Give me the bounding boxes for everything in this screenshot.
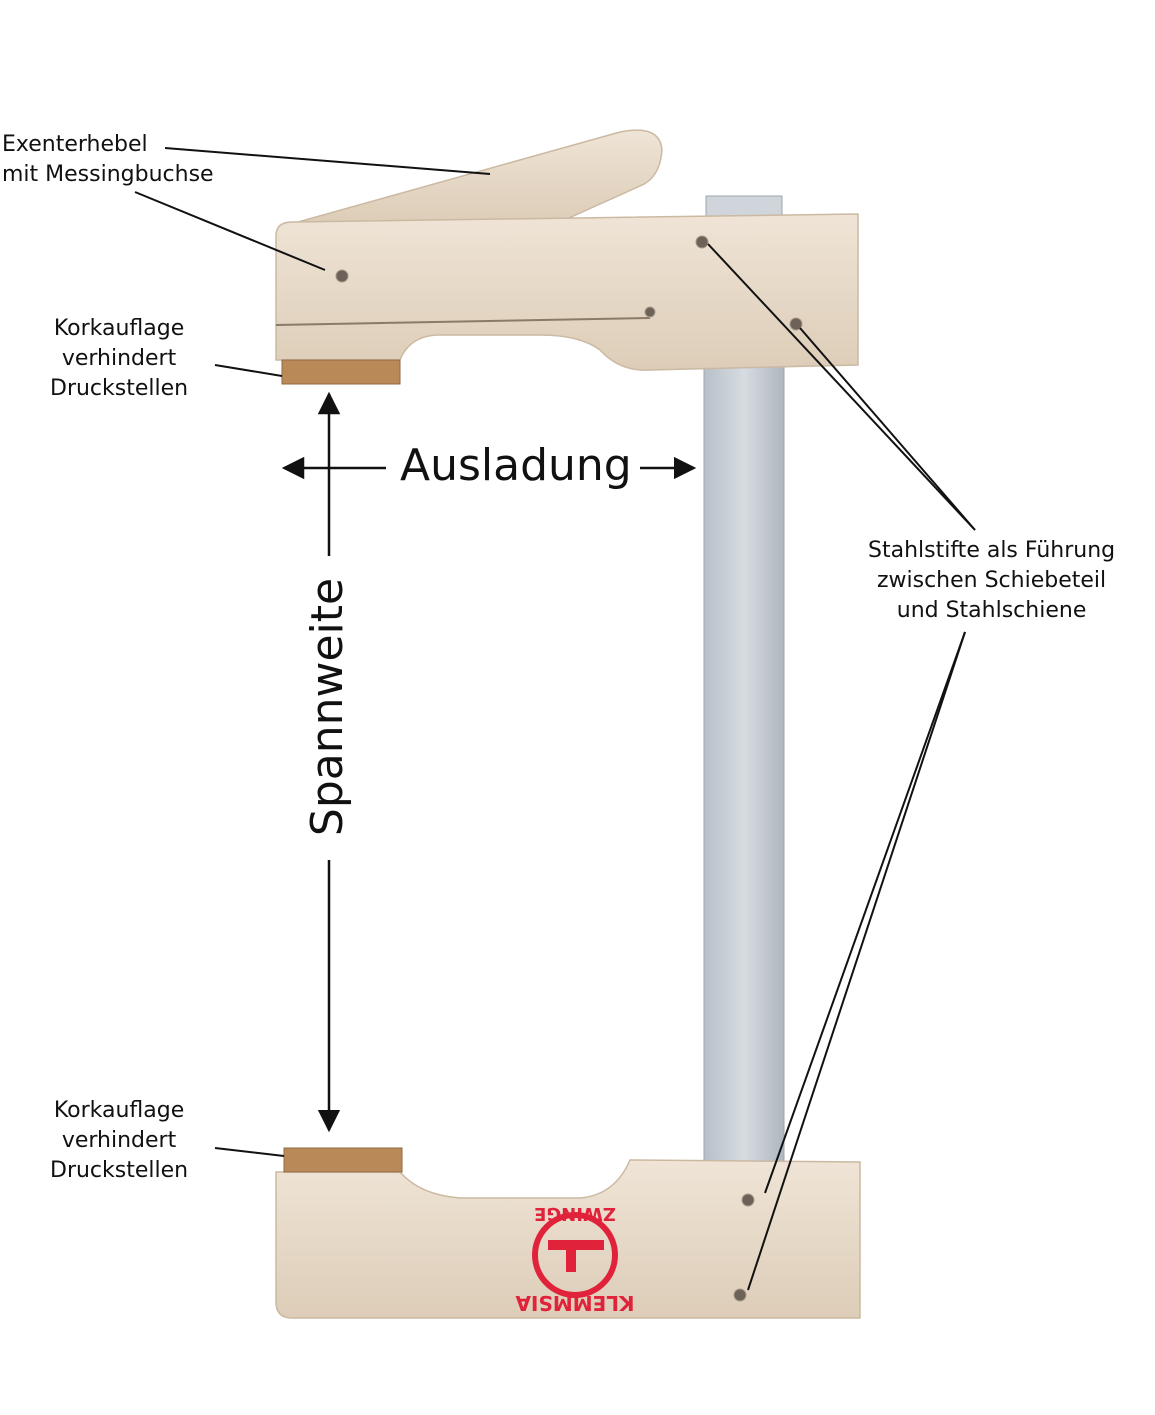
label-reach: Ausladung — [400, 440, 632, 491]
pin-hole-3 — [789, 317, 803, 331]
eccentric-lever — [297, 129, 663, 223]
pin-hole-1 — [335, 269, 349, 283]
label-line: zwischen Schiebeteil — [876, 568, 1107, 593]
cork-pad-top — [281, 359, 401, 385]
jaw-slit — [275, 317, 651, 326]
label-line: und Stahlschiene — [896, 598, 1087, 623]
dimension-arrows — [281, 391, 697, 1133]
label-line: verhindert — [61, 1128, 177, 1153]
logo-text-bottom: KLEMMSIA — [515, 1291, 635, 1315]
steel-rail — [703, 359, 785, 1179]
label-line: Korkauflage — [53, 316, 185, 341]
label-line: verhindert — [61, 346, 177, 371]
lower-jaw — [275, 1159, 861, 1319]
pin-hole-4 — [644, 306, 656, 318]
pin-hole-5 — [741, 1193, 755, 1207]
klemmsia-logo: ZWINGE KLEMMSIA — [515, 1203, 635, 1315]
pin-hole-2 — [695, 235, 709, 249]
label-eccentric-lever: Exenterhebel mit Messingbuchse — [2, 130, 214, 190]
leader-lines — [134, 147, 976, 1291]
label-cork-bottom: Korkauflage verhindert Druckstellen — [50, 1096, 188, 1186]
logo-text-top: ZWINGE — [534, 1203, 616, 1224]
upper-jaw — [275, 213, 859, 371]
label-span: Spannweite — [302, 577, 353, 837]
label-cork-top: Korkauflage verhindert Druckstellen — [50, 314, 188, 404]
pin-hole-6 — [733, 1288, 747, 1302]
cork-pad-bottom — [283, 1147, 403, 1173]
label-line: Druckstellen — [50, 376, 189, 401]
label-line: Druckstellen — [50, 1158, 189, 1183]
label-steel-pins: Stahlstifte als Führung zwischen Schiebe… — [868, 536, 1115, 626]
label-line: Korkauflage — [53, 1098, 185, 1123]
label-line: mit Messingbuchse — [2, 162, 214, 187]
label-line: Stahlstifte als Führung — [868, 538, 1116, 563]
label-line: Exenterhebel — [2, 132, 148, 157]
